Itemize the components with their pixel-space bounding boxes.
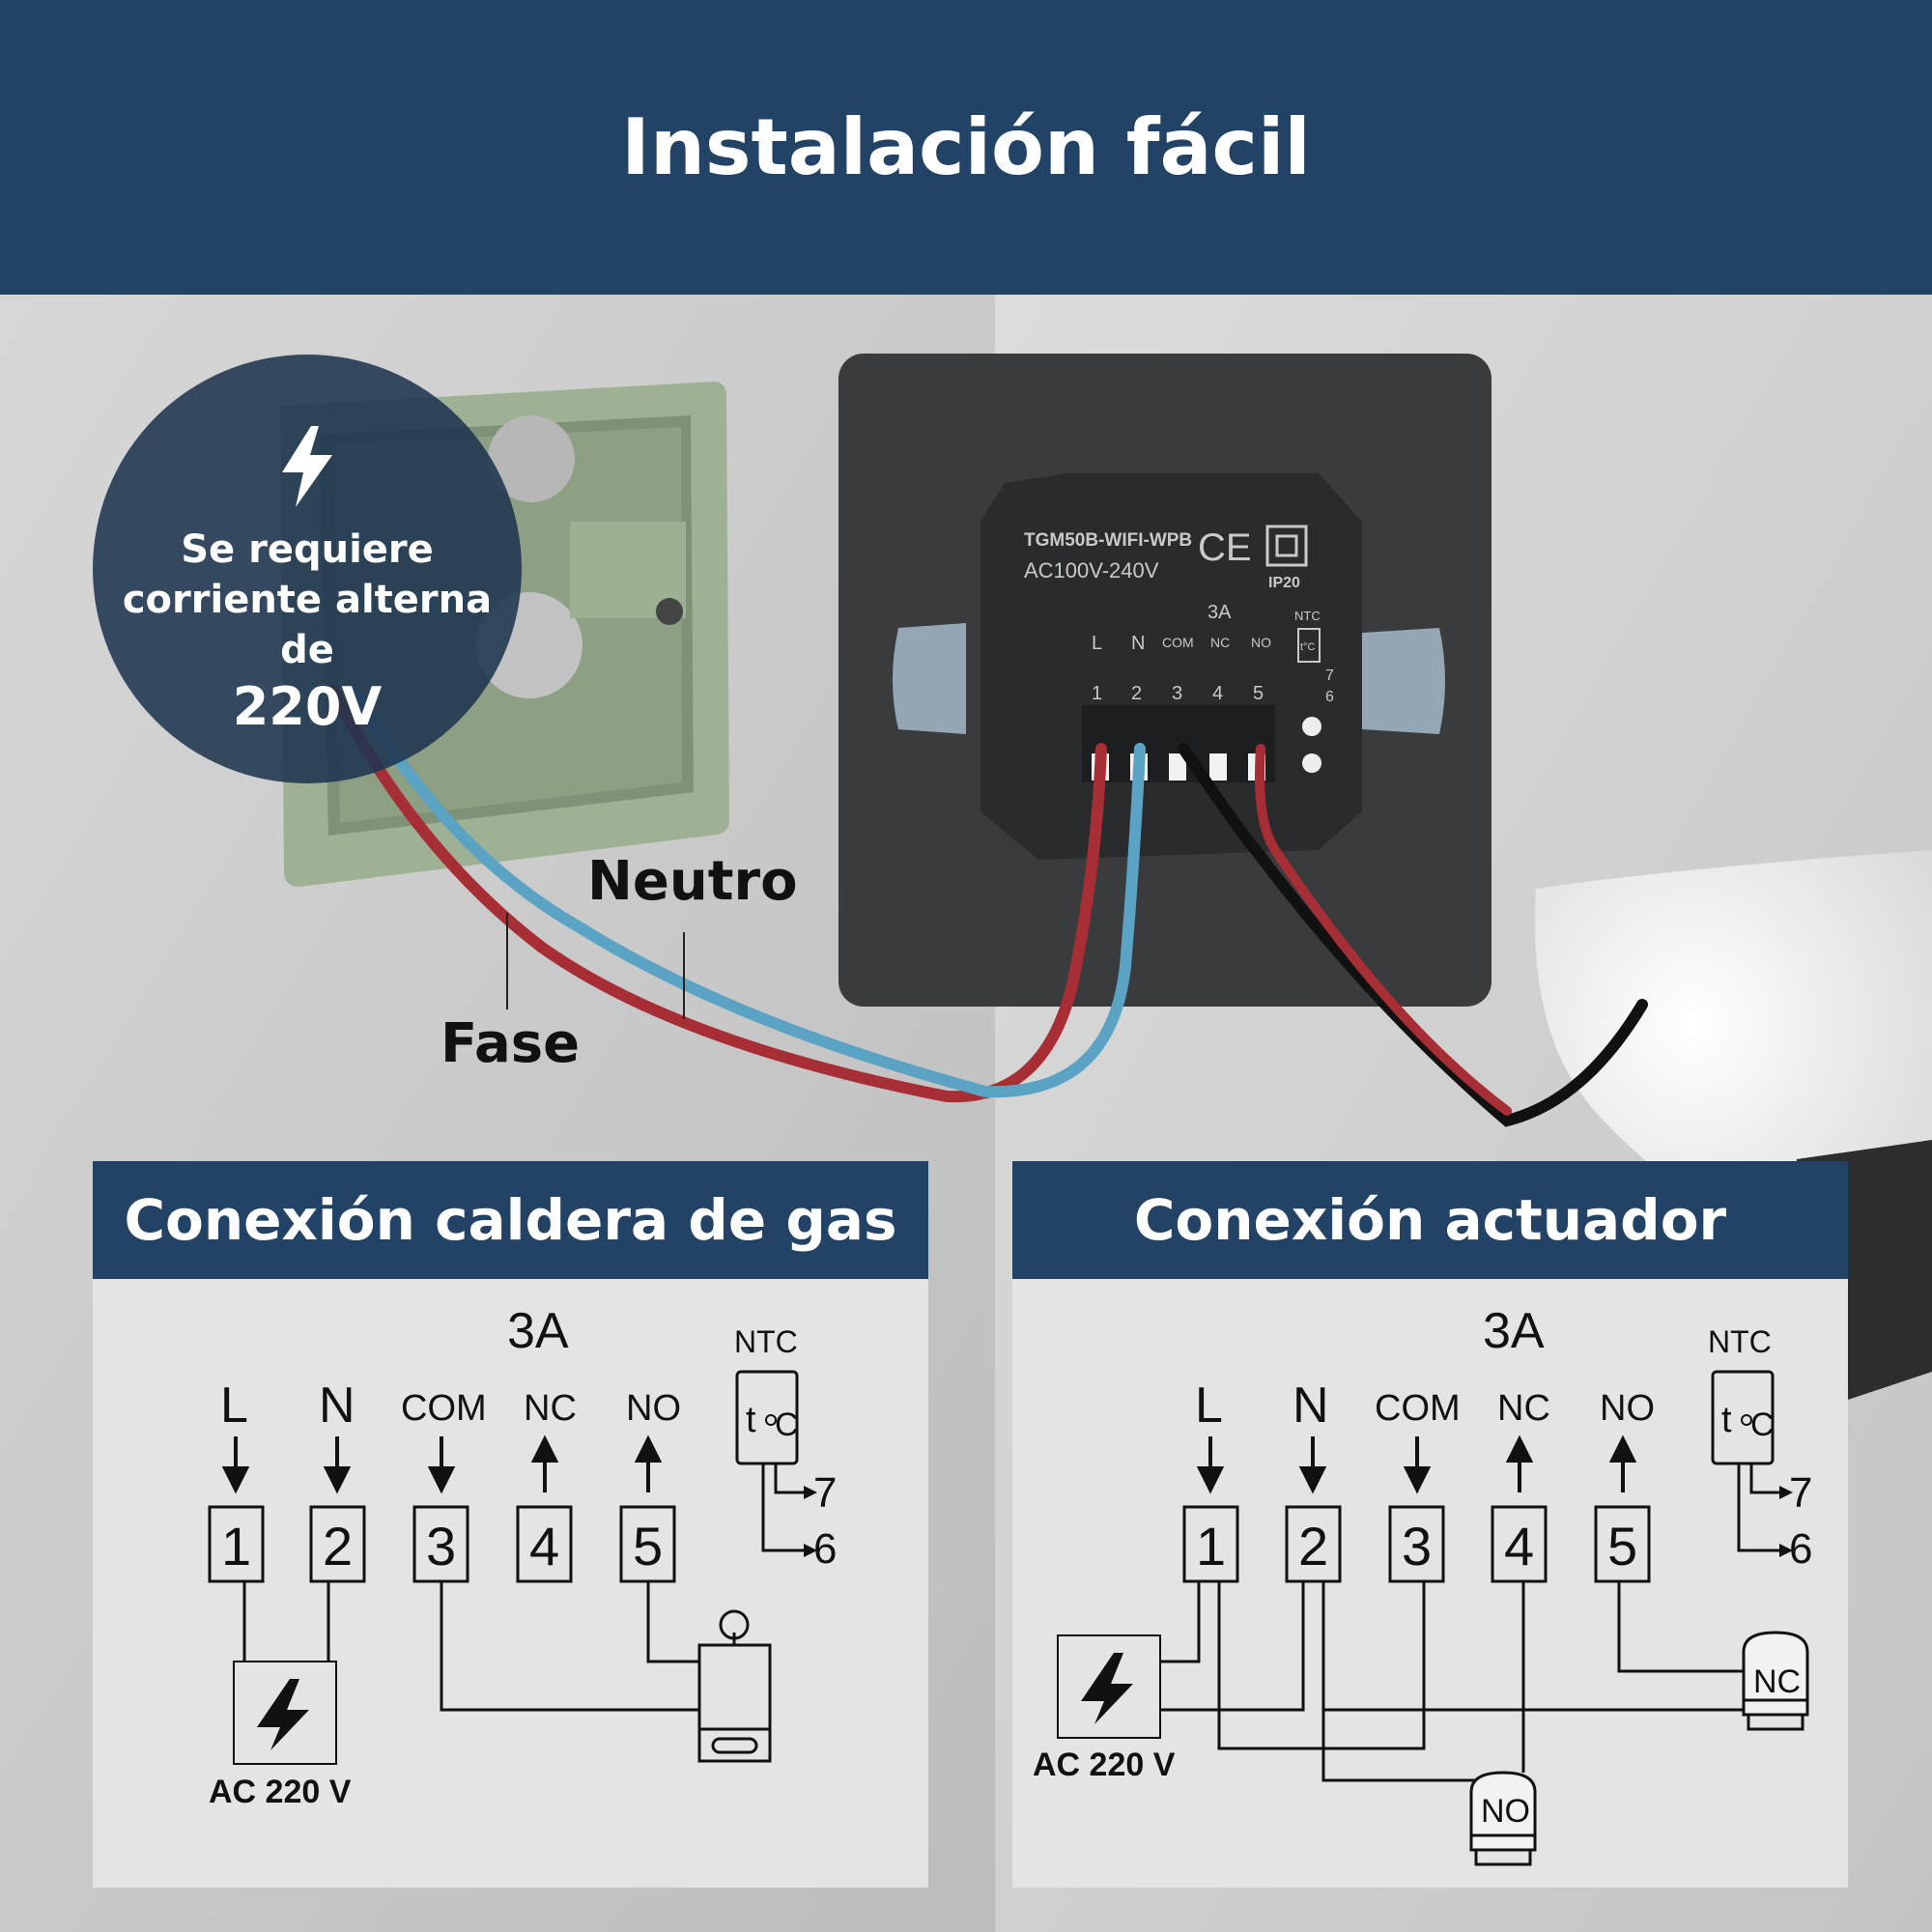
current-label: 3A xyxy=(1483,1303,1545,1359)
actuator-panel-header: Conexión actuador xyxy=(1012,1161,1848,1279)
ip-rating: IP20 xyxy=(1268,575,1300,591)
wires xyxy=(327,685,1648,1127)
device-terminal-label: NC xyxy=(1210,635,1230,650)
terminal-label-com: COM xyxy=(1375,1388,1461,1429)
power-requirement-badge: Se requiere corriente alterna de 220V xyxy=(93,355,522,783)
sensor-c: C xyxy=(775,1406,799,1443)
gas-panel-title: Conexión caldera de gas xyxy=(124,1187,897,1253)
actuator-no-icon: NO xyxy=(1469,1771,1537,1866)
terminal-label-n: N xyxy=(319,1378,355,1434)
actuator-panel-title: Conexión actuador xyxy=(1133,1187,1727,1253)
ce-mark: CE xyxy=(1198,526,1252,569)
terminal-number: 5 xyxy=(633,1516,663,1577)
power-supply-icon xyxy=(233,1661,337,1765)
terminal-number: 4 xyxy=(529,1516,559,1577)
terminal-label-nc: NC xyxy=(1497,1388,1550,1429)
badge-voltage: 220V xyxy=(232,676,383,737)
power-supply-icon xyxy=(1057,1634,1161,1739)
ntc-terminal-6: 6 xyxy=(1789,1525,1812,1573)
ntc-sensor-icon: t C xyxy=(1711,1370,1793,1557)
ntc-terminal-7: 7 xyxy=(1789,1469,1812,1517)
actuator-wiring-diagram: 3A NTC L N COM NC NO 1 2 3 4 5 xyxy=(1033,1303,1812,1866)
badge-line1: Se requiere xyxy=(181,527,434,572)
device-voltage: AC100V-240V xyxy=(1024,558,1159,582)
power-label: AC 220 V xyxy=(1033,1747,1176,1783)
mounting-bracket xyxy=(893,623,1445,734)
ntc-label: NTC xyxy=(734,1324,798,1359)
terminal-number: 3 xyxy=(426,1516,456,1577)
terminal-label-no: NO xyxy=(1600,1388,1655,1429)
device-model: TGM50B-WIFI-WPB xyxy=(1024,530,1192,551)
gas-boiler-icon xyxy=(697,1609,772,1763)
terminal-number: 1 xyxy=(1196,1516,1226,1577)
terminal-label-com: COM xyxy=(401,1388,487,1429)
gas-boiler-panel: Conexión caldera de gas 3A NTC L N COM N… xyxy=(93,1161,928,1888)
device-terminal-number: 3 xyxy=(1172,683,1182,704)
lightning-icon xyxy=(282,426,332,507)
device-terminal-number: 1 xyxy=(1092,683,1102,704)
header-banner: Instalación fácil xyxy=(0,0,1932,295)
actuator-no-label: NO xyxy=(1481,1793,1530,1830)
terminal-number: 2 xyxy=(1298,1516,1328,1577)
device-terminal-number: 5 xyxy=(1253,683,1264,704)
device-terminal-label: COM xyxy=(1162,635,1194,650)
ntc-terminal-7: 7 xyxy=(813,1469,837,1517)
terminal-number: 3 xyxy=(1402,1516,1432,1577)
terminal-number: 4 xyxy=(1504,1516,1534,1577)
phase-label: Fase xyxy=(440,1012,581,1075)
terminal-label-nc: NC xyxy=(524,1388,577,1429)
ntc-label: NTC xyxy=(1708,1324,1772,1359)
device-terminal-number: 2 xyxy=(1131,683,1142,704)
terminal-label-n: N xyxy=(1293,1378,1329,1434)
ntc-terminal-6: 6 xyxy=(813,1525,837,1573)
device-ntc: NTC xyxy=(1294,609,1321,623)
current-label: 3A xyxy=(507,1303,569,1359)
device-terminal-label: N xyxy=(1131,633,1145,654)
device-ntc-number: 6 xyxy=(1325,689,1334,705)
badge-line2: corriente alterna de xyxy=(122,578,493,672)
thermostat-back: TGM50B-WIFI-WPB AC100V-240V CE IP20 3A N… xyxy=(980,473,1362,860)
sensor-t: t xyxy=(1721,1400,1732,1440)
ntc-sensor-icon: t C xyxy=(735,1370,817,1557)
device-current: 3A xyxy=(1208,602,1232,623)
terminal-number: 5 xyxy=(1607,1516,1637,1577)
power-label: AC 220 V xyxy=(209,1774,352,1810)
neutral-label: Neutro xyxy=(587,850,798,913)
device-sensor: t°C xyxy=(1300,641,1315,653)
device-terminal-number: 4 xyxy=(1212,683,1223,704)
gas-wiring-diagram: 3A NTC L N COM NC NO 1 2 3 4 5 xyxy=(208,1303,837,1810)
terminal-number: 1 xyxy=(221,1516,251,1577)
terminal-label-l: L xyxy=(1195,1378,1223,1434)
device-ntc-number: 7 xyxy=(1325,668,1334,684)
actuator-panel: Conexión actuador 3A NTC L N COM NC NO 1 xyxy=(1012,1161,1848,1888)
device-terminal-label: L xyxy=(1092,633,1102,654)
sensor-t: t xyxy=(746,1400,756,1440)
terminal-number: 2 xyxy=(323,1516,353,1577)
actuator-nc-icon: NC xyxy=(1742,1631,1809,1731)
actuator-nc-label: NC xyxy=(1753,1663,1801,1700)
terminal-label-no: NO xyxy=(626,1388,681,1429)
device-terminal-label: NO xyxy=(1251,635,1271,650)
page-title: Instalación fácil xyxy=(621,102,1311,192)
terminal-label-l: L xyxy=(220,1378,248,1434)
gas-panel-header: Conexión caldera de gas xyxy=(93,1161,928,1279)
sensor-c: C xyxy=(1750,1406,1775,1443)
